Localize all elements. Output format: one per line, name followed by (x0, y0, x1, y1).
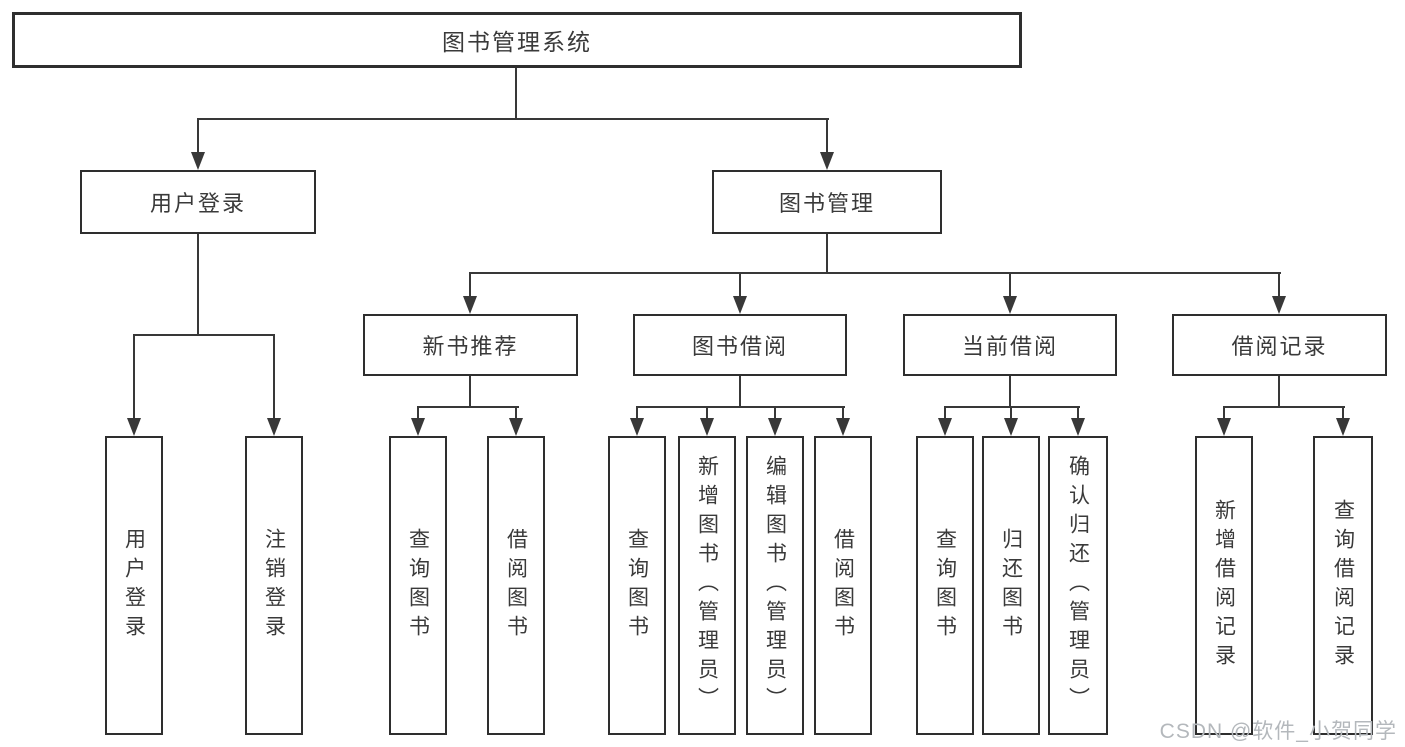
connector-drop-add-book (706, 406, 708, 420)
arrowhead-borrow-records (1272, 296, 1286, 314)
leaf-add-book-admin-label: 新增图书（管理员） (695, 455, 719, 716)
node-borrow-records: 借阅记录 (1172, 314, 1387, 376)
arrowhead-leaf-logout (267, 418, 281, 436)
leaf-borrow-books-2-label: 借阅图书 (831, 527, 855, 644)
connector-drop-current-borrow (1009, 272, 1011, 298)
connector-borrow-records-distributor (1223, 406, 1345, 408)
leaf-query-books-3: 查询图书 (916, 436, 974, 735)
node-current-borrow: 当前借阅 (903, 314, 1117, 376)
leaf-query-books-2-label: 查询图书 (625, 527, 649, 644)
node-borrow-records-label: 借阅记录 (1231, 334, 1328, 359)
leaf-logout-label: 注销登录 (262, 527, 286, 644)
node-user-login-label: 用户登录 (149, 191, 246, 216)
leaf-borrow-books-1-label: 借阅图书 (504, 527, 528, 644)
node-new-book-recommend-label: 新书推荐 (422, 334, 519, 359)
leaf-user-login: 用户登录 (105, 436, 163, 735)
leaf-edit-book-admin: 编辑图书（管理员） (746, 436, 804, 735)
connector-user-login-stem (197, 234, 199, 336)
connector-drop-query-borrow-record (1342, 406, 1344, 420)
leaf-query-borrow-record-label: 查询借阅记录 (1331, 498, 1355, 673)
leaf-logout: 注销登录 (245, 436, 303, 735)
connector-drop-query-books-3 (944, 406, 946, 420)
leaf-query-books-3-label: 查询图书 (933, 527, 957, 644)
connector-drop-borrow-books-2 (842, 406, 844, 420)
connector-drop-edit-book (774, 406, 776, 420)
arrowhead-confirm-return (1071, 418, 1085, 436)
connector-drop-book-management (826, 118, 828, 154)
arrowhead-borrow-books-2 (836, 418, 850, 436)
leaf-add-borrow-record-label: 新增借阅记录 (1212, 498, 1236, 673)
arrowhead-query-borrow-record (1336, 418, 1350, 436)
arrowhead-book-borrow (733, 296, 747, 314)
node-new-book-recommend: 新书推荐 (363, 314, 578, 376)
arrowhead-add-book (700, 418, 714, 436)
leaf-query-books-2: 查询图书 (608, 436, 666, 735)
arrowhead-book-management (820, 152, 834, 170)
node-book-borrow-label: 图书借阅 (691, 334, 788, 359)
leaf-add-book-admin: 新增图书（管理员） (678, 436, 736, 735)
arrowhead-new-book-recommend (463, 296, 477, 314)
connector-current-borrow-stem (1009, 376, 1011, 408)
leaf-user-login-label: 用户登录 (122, 527, 146, 644)
arrowhead-return-books (1004, 418, 1018, 436)
connector-root-distributor (197, 118, 829, 120)
connector-new-book-distributor (417, 406, 519, 408)
connector-user-login-distributor (133, 334, 275, 336)
connector-book-management-distributor (469, 272, 1281, 274)
connector-drop-user-login (197, 118, 199, 154)
connector-root-stem (515, 68, 517, 120)
leaf-confirm-return-admin-label: 确认归还（管理员） (1066, 455, 1090, 716)
leaf-return-books-label: 归还图书 (999, 527, 1023, 644)
connector-drop-leaf-logout (273, 334, 275, 420)
connector-drop-add-borrow-record (1223, 406, 1225, 420)
connector-book-borrow-stem (739, 376, 741, 408)
arrowhead-query-books-2 (630, 418, 644, 436)
arrowhead-current-borrow (1003, 296, 1017, 314)
arrowhead-edit-book (768, 418, 782, 436)
node-library-system-label: 图书管理系统 (442, 29, 592, 55)
connector-current-borrow-distributor (944, 406, 1080, 408)
connector-drop-borrow-records (1278, 272, 1280, 298)
leaf-query-books-1: 查询图书 (389, 436, 447, 735)
connector-drop-query-books-1 (417, 406, 419, 420)
leaf-query-borrow-record: 查询借阅记录 (1313, 436, 1373, 735)
node-user-login: 用户登录 (80, 170, 316, 234)
connector-book-borrow-distributor (636, 406, 845, 408)
connector-drop-new-book-recommend (469, 272, 471, 298)
leaf-add-borrow-record: 新增借阅记录 (1195, 436, 1253, 735)
node-current-borrow-label: 当前借阅 (961, 334, 1058, 359)
connector-drop-borrow-books-1 (515, 406, 517, 420)
leaf-return-books: 归还图书 (982, 436, 1040, 735)
connector-new-book-stem (469, 376, 471, 408)
connector-drop-book-borrow (739, 272, 741, 298)
node-library-system: 图书管理系统 (12, 12, 1022, 68)
csdn-watermark: CSDN @软件_小贺同学 (1159, 720, 1397, 743)
arrowhead-borrow-books-1 (509, 418, 523, 436)
leaf-query-books-1-label: 查询图书 (406, 527, 430, 644)
connector-drop-query-books-2 (636, 406, 638, 420)
leaf-borrow-books-1: 借阅图书 (487, 436, 545, 735)
connector-book-management-stem (826, 234, 828, 274)
connector-borrow-records-stem (1278, 376, 1280, 408)
arrowhead-user-login (191, 152, 205, 170)
connector-drop-leaf-user-login (133, 334, 135, 420)
arrowhead-query-books-3 (938, 418, 952, 436)
arrowhead-leaf-user-login (127, 418, 141, 436)
leaf-confirm-return-admin: 确认归还（管理员） (1048, 436, 1108, 735)
leaf-edit-book-admin-label: 编辑图书（管理员） (763, 455, 787, 716)
node-book-management-label: 图书管理 (778, 191, 875, 216)
node-book-borrow: 图书借阅 (633, 314, 847, 376)
node-book-management: 图书管理 (712, 170, 942, 234)
arrowhead-query-books-1 (411, 418, 425, 436)
leaf-borrow-books-2: 借阅图书 (814, 436, 872, 735)
connector-drop-return-books (1010, 406, 1012, 420)
arrowhead-add-borrow-record (1217, 418, 1231, 436)
connector-drop-confirm-return (1077, 406, 1079, 420)
